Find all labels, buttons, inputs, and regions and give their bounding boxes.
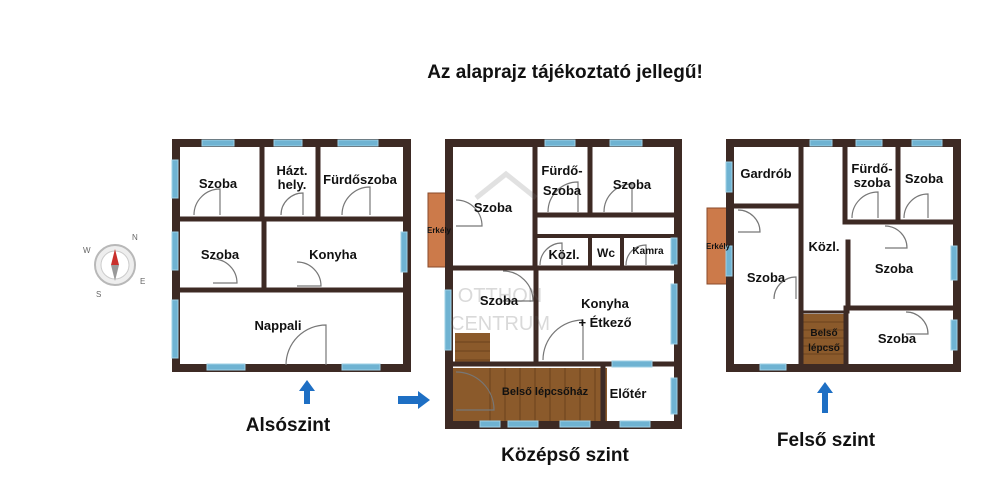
compass-icon: N W E S — [83, 233, 145, 299]
room-nappali: Nappali — [255, 318, 302, 333]
room-erkely: Erkély — [427, 226, 452, 235]
room-konyha-etkezo-2: + Étkező — [578, 315, 631, 330]
room-szoba: Szoba — [878, 331, 917, 346]
upper-level-arrow-icon — [817, 382, 833, 413]
middle-level-stairs — [453, 333, 607, 421]
room-szoba: Szoba — [747, 270, 786, 285]
lower-level-doors — [193, 186, 371, 366]
compass-east-label: E — [140, 277, 145, 286]
room-wc: Wc — [597, 246, 615, 260]
watermark-line1: OTTHON — [458, 285, 542, 307]
room-furdoszoba-2: Szoba — [543, 183, 582, 198]
room-haztartasi-helyiseg: Házt. — [276, 163, 307, 178]
middle-level-watermark: OTTHON CENTRUM — [450, 170, 550, 335]
room-kozlekedo: Közl. — [808, 239, 839, 254]
room-eloter: Előtér — [610, 386, 647, 401]
room-szoba: Szoba — [613, 177, 652, 192]
room-szoba: Szoba — [201, 247, 240, 262]
room-szoba: Szoba — [199, 176, 238, 191]
middle-level-label: Középső szint — [501, 445, 629, 466]
room-konyha-etkezo: Konyha — [581, 296, 629, 311]
middle-level-labels: Erkély Fürdő- Szoba Szoba Szoba Közl. Wc… — [427, 163, 664, 401]
room-gardrob: Gardrób — [740, 166, 791, 181]
compass-south-label: S — [96, 290, 101, 299]
room-kozlekedo: Közl. — [548, 247, 579, 262]
watermark-line2: CENTRUM — [450, 313, 550, 335]
room-szoba: Szoba — [905, 171, 944, 186]
upper-level-stairs — [801, 314, 846, 364]
lower-level-label: Alsószint — [246, 415, 331, 436]
room-furdoszoba: Fürdőszoba — [323, 172, 397, 187]
room-szoba: Szoba — [875, 261, 914, 276]
room-furdoszoba: Fürdő- — [851, 161, 892, 176]
entrance-arrow-icon — [398, 391, 430, 409]
lower-level-labels: Szoba Házt. hely. Fürdőszoba Szoba Konyh… — [199, 163, 398, 333]
middle-level-windows — [444, 139, 678, 428]
upper-level-windows — [725, 139, 958, 371]
upper-level-labels: Gardrób Fürdő- szoba Szoba Erkély Közl. … — [706, 161, 944, 354]
room-kamra: Kamra — [632, 246, 664, 257]
middle-level-doors — [455, 181, 647, 411]
room-szoba: Szoba — [480, 293, 519, 308]
room-furdoszoba-2: szoba — [854, 175, 892, 190]
room-belso-lepcso-2: lépcső — [808, 343, 840, 354]
room-belso-lepcsohaz: Belső lépcsőház — [502, 386, 589, 398]
room-furdoszoba: Fürdő- — [541, 163, 582, 178]
room-erkely: Erkély — [706, 242, 731, 251]
plan-notice: Az alaprajz tájékoztató jellegű! — [427, 62, 703, 83]
room-belso-lepcso: Belső — [810, 328, 837, 339]
compass-west-label: W — [83, 246, 91, 255]
compass-north-label: N — [132, 233, 138, 242]
upper-level-doors — [737, 191, 929, 335]
room-szoba: Szoba — [474, 200, 513, 215]
lower-level-entry-arrow — [299, 380, 315, 404]
lower-level-windows — [171, 139, 408, 371]
room-haztartasi-helyiseg-2: hely. — [278, 177, 307, 192]
room-konyha: Konyha — [309, 247, 357, 262]
upper-level-label: Felső szint — [777, 430, 876, 451]
